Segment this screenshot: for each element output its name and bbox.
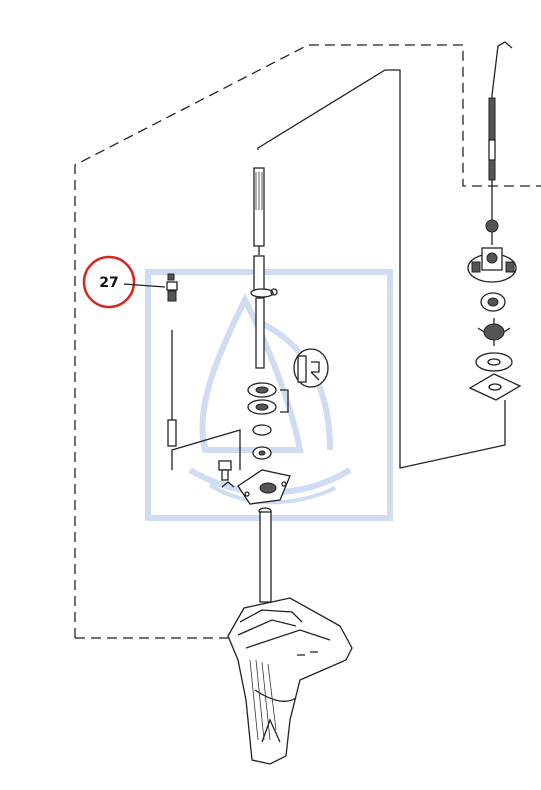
part-callout-27: 27	[82, 255, 166, 309]
part-27	[166, 273, 178, 302]
lower-unit-gearcase	[227, 597, 353, 765]
impeller	[477, 318, 511, 346]
water-pump-parts	[467, 200, 522, 401]
assembly-line-upper	[257, 69, 506, 469]
bolt-and-clip	[218, 460, 235, 488]
shift-rod	[488, 41, 513, 200]
pump-gasket	[475, 352, 513, 372]
pump-insert	[480, 292, 506, 312]
callout-highlight-circle	[82, 255, 136, 309]
lower-shaft	[258, 507, 272, 603]
left-shift-rod	[167, 330, 177, 447]
drive-shaft	[250, 167, 278, 369]
bearing-stack	[247, 382, 289, 460]
flange-plate	[237, 469, 291, 505]
assembly-line-left	[171, 429, 241, 470]
oil-seal-detail	[293, 348, 329, 388]
pump-plate	[468, 373, 522, 401]
water-pump-housing	[467, 247, 517, 283]
callout-number: 27	[99, 275, 118, 291]
callout-leader-line	[123, 283, 166, 288]
assembly-boundary-dashed	[74, 44, 541, 638]
